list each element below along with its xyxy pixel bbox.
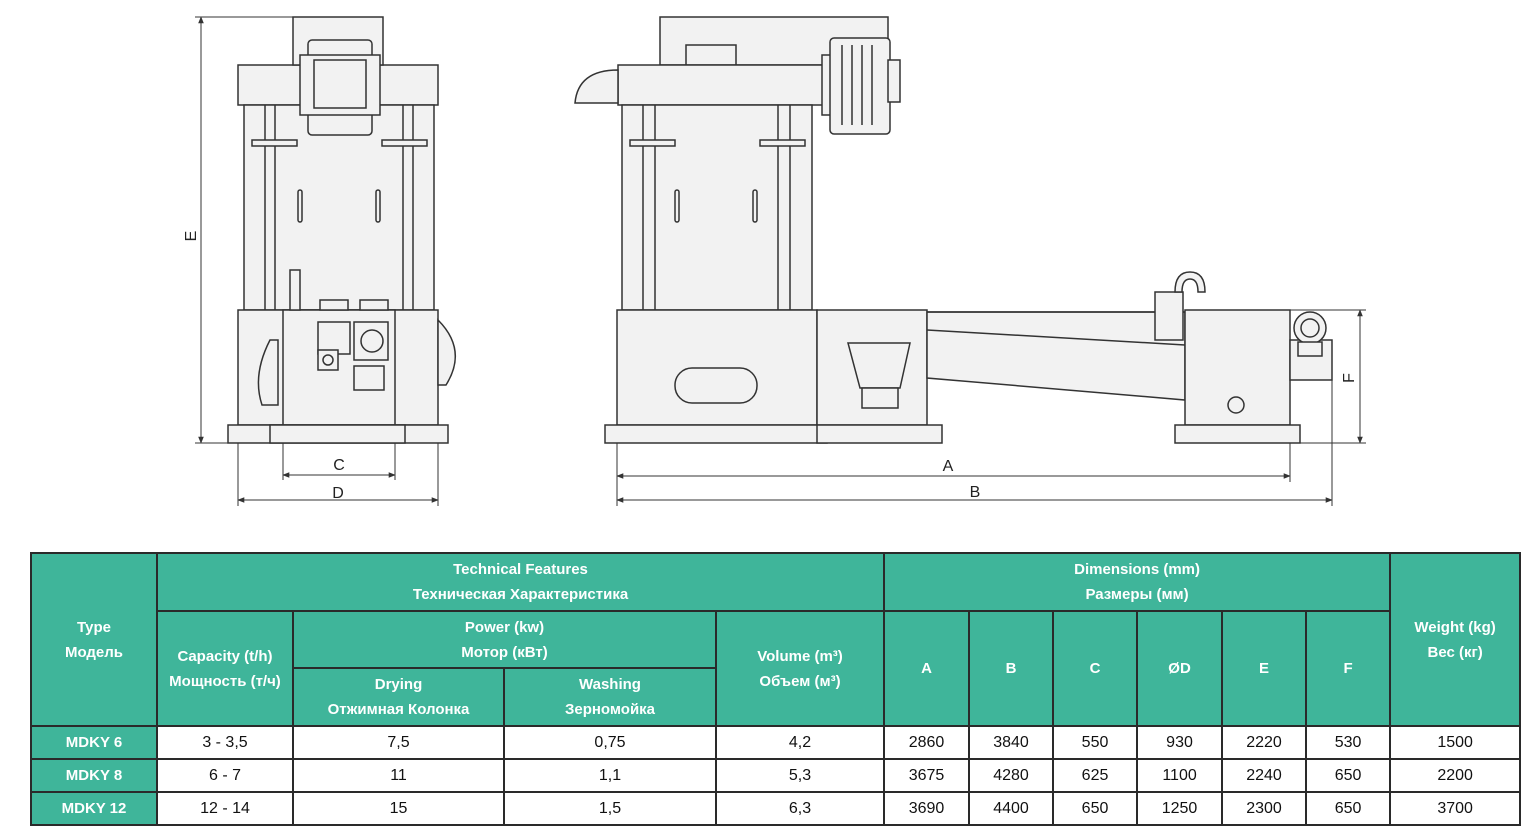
- row-dim-c: 650: [1052, 791, 1139, 826]
- dim-header-c: C: [1052, 610, 1139, 727]
- row-dim-b: 4400: [968, 791, 1055, 826]
- capacity-header: Capacity (t/h)Мощность (т/ч): [156, 610, 294, 727]
- row-capacity: 12 - 14: [156, 791, 294, 826]
- row-dim-c: 550: [1052, 725, 1139, 760]
- row-capacity: 3 - 3,5: [156, 725, 294, 760]
- row-dim-a: 3690: [883, 791, 971, 826]
- dim-label-a: A: [943, 458, 954, 475]
- side-view: [574, 16, 1333, 444]
- dim-label-b: B: [970, 484, 981, 501]
- row-dim-f: 530: [1305, 725, 1392, 760]
- row-washing: 0,75: [503, 725, 717, 760]
- row-dim-b: 4280: [968, 758, 1055, 793]
- row-drying: 11: [292, 758, 505, 793]
- dim-header-f: F: [1305, 610, 1392, 727]
- technical-drawing: E C D A B F: [183, 16, 1366, 506]
- row-dim-d: 1250: [1136, 791, 1224, 826]
- row-dim-f: 650: [1305, 791, 1392, 826]
- row-capacity: 6 - 7: [156, 758, 294, 793]
- power-header: Power (kw)Мотор (кВт): [292, 610, 717, 669]
- dim-label-f: F: [1341, 373, 1358, 383]
- dimensions-header: Dimensions (mm)Размеры (мм): [883, 552, 1392, 612]
- row-drying: 15: [292, 791, 505, 826]
- row-drying: 7,5: [292, 725, 505, 760]
- dim-header-e: E: [1221, 610, 1308, 727]
- dim-label-e: E: [183, 231, 200, 242]
- dim-label-d: D: [332, 485, 344, 502]
- weight-header: Weight (kg)Вес (кг): [1389, 552, 1522, 727]
- dim-header-d: ØD: [1136, 610, 1224, 727]
- row-dim-e: 2240: [1221, 758, 1308, 793]
- row-dim-d: 930: [1136, 725, 1224, 760]
- row-dim-a: 3675: [883, 758, 971, 793]
- row-dim-e: 2300: [1221, 791, 1308, 826]
- row-volume: 4,2: [714, 725, 886, 760]
- dim-header-b: B: [968, 610, 1055, 727]
- row-washing: 1,1: [503, 758, 717, 793]
- row-volume: 6,3: [714, 791, 886, 826]
- dim-header-a: A: [883, 610, 971, 727]
- volume-header: Volume (m³)Объем (м³): [714, 610, 886, 727]
- front-view: [227, 16, 457, 444]
- row-dim-d: 1100: [1136, 758, 1224, 793]
- row-dim-f: 650: [1305, 758, 1392, 793]
- row-washing: 1,5: [503, 791, 717, 826]
- row-volume: 5,3: [714, 758, 886, 793]
- row-dim-e: 2220: [1221, 725, 1308, 760]
- row-type: MDKY 8: [30, 758, 158, 793]
- row-weight: 3700: [1389, 791, 1522, 826]
- row-type: MDKY 12: [30, 791, 158, 826]
- row-dim-b: 3840: [968, 725, 1055, 760]
- table-row: MDKY 8 6 - 7 11 1,1 5,3 3675 4280 625 11…: [30, 758, 1522, 793]
- table-row: MDKY 6 3 - 3,5 7,5 0,75 4,2 2860 3840 55…: [30, 725, 1522, 760]
- table-row: MDKY 12 12 - 14 15 1,5 6,3 3690 4400 650…: [30, 791, 1522, 826]
- row-weight: 2200: [1389, 758, 1522, 793]
- dim-label-c: C: [333, 457, 345, 474]
- row-dim-a: 2860: [883, 725, 971, 760]
- row-type: MDKY 6: [30, 725, 158, 760]
- row-dim-c: 625: [1052, 758, 1139, 793]
- row-weight: 1500: [1389, 725, 1522, 760]
